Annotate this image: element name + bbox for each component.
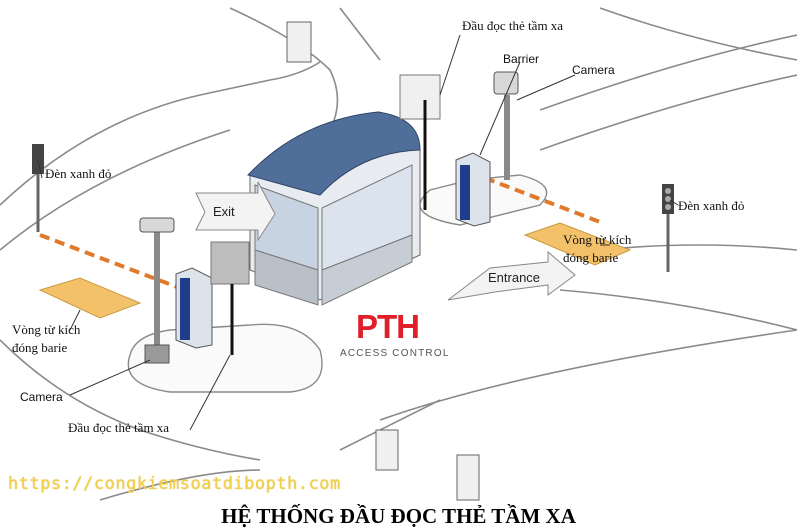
pth-logo: PTH ACCESS CONTROL (338, 308, 448, 364)
watermark-url: https://congkiemsoatdibopth.com (8, 474, 341, 494)
label-light-left: Đèn xanh đỏ (45, 166, 112, 181)
barrier-cabinet-right (455, 152, 491, 227)
barrier-cabinet-left (175, 267, 213, 349)
page-title: HỆ THỐNG ĐẦU ĐỌC THẺ TẦM XA (221, 504, 576, 528)
loop-left (38, 277, 142, 319)
bollard-bottom-2 (456, 454, 480, 501)
label-reader-bottom: Đầu đọc thẻ tầm xa (68, 420, 170, 435)
label-loop-left-1: Vòng từ kích (12, 322, 81, 337)
label-barrier: Barrier (503, 52, 540, 66)
label-camera-top: Camera (572, 63, 615, 77)
reader-left (210, 241, 250, 355)
booth (247, 111, 421, 306)
exit-label: Exit (213, 204, 235, 219)
bollard-bottom-1 (375, 429, 399, 471)
entrance-label: Entrance (488, 270, 541, 285)
traffic-light-right (662, 184, 674, 272)
barrier-arm-right (484, 176, 601, 224)
logo-brand: PTH (356, 308, 420, 345)
logo-subtitle: ACCESS CONTROL (340, 348, 450, 359)
loop-right (523, 222, 632, 266)
road-outlines (0, 7, 797, 501)
leader-lines (37, 34, 679, 431)
camera-right (493, 71, 519, 180)
label-light-right: Đèn xanh đỏ (678, 198, 745, 213)
label-loop-right-2: đóng barie (563, 250, 619, 265)
label-loop-right-1: Vòng từ kích (563, 232, 632, 247)
traffic-light-left (32, 144, 44, 232)
label-camera-bottom: Camera (20, 390, 63, 404)
label-reader-top: Đầu đọc thẻ tầm xa (462, 18, 564, 33)
entrance-arrow (447, 250, 576, 301)
bollard-top (286, 21, 312, 63)
reader-right (399, 74, 441, 210)
label-loop-left-2: đóng barie (12, 340, 68, 355)
camera-left (139, 217, 175, 364)
barrier-arm-left (39, 233, 186, 292)
exit-arrow (195, 181, 276, 242)
